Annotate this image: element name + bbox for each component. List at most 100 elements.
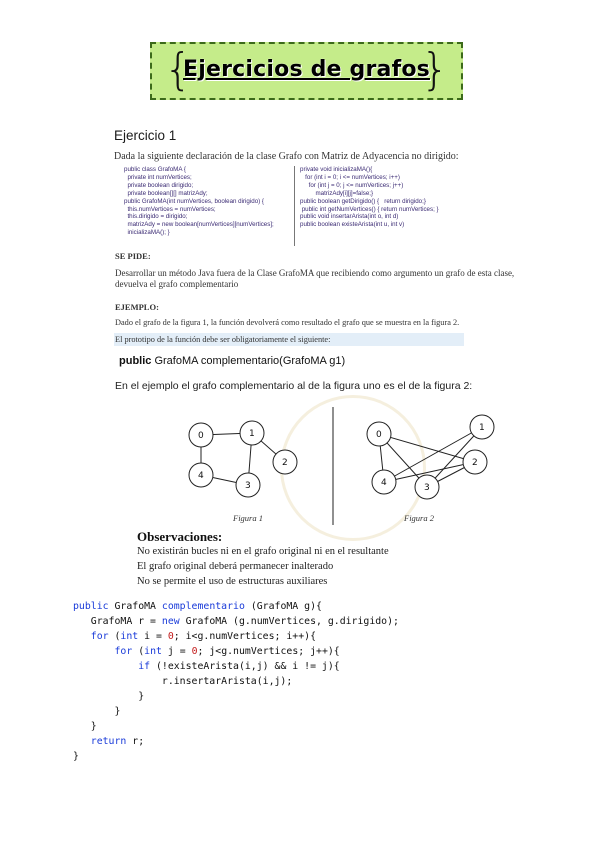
prototype-signature: GrafoMA complementario(GrafoMA g1)	[151, 355, 346, 367]
code-line: }	[73, 749, 399, 764]
exercise-intro: Dada la siguiente declaración de la clas…	[114, 151, 459, 162]
code-line: GrafoMA r = new GrafoMA (g.numVertices, …	[73, 614, 399, 629]
fig2-node-4	[371, 469, 397, 495]
code-line: for (int i = 0; i <= numVertices; i++)	[300, 173, 400, 181]
code-line: public class GrafoMA {	[124, 166, 186, 173]
code-text: r.insertarArista(i,j);	[73, 676, 293, 687]
code-text: ; i<g.numVertices; i++){	[173, 631, 317, 642]
highlight-band	[114, 333, 464, 346]
fig1-node-1	[239, 420, 265, 446]
fig2-label-0: 0	[376, 430, 382, 440]
class-code-left: public class GrafoMA { private int numVe…	[124, 166, 274, 237]
graph-figures: 0 1 2 3 4 Figura 1 0 1 2 3 4 Figura 2	[188, 407, 495, 525]
code-line: return r;	[73, 734, 399, 749]
fig2-node-1	[469, 414, 495, 440]
fig1-label-2: 2	[282, 458, 288, 468]
code-text: j =	[161, 646, 192, 657]
figure1-nodes: 0 1 2 3 4	[188, 420, 298, 498]
code-text: (!existeArista(i,j) && i != j){	[150, 661, 340, 672]
code-function-name: complementario	[161, 601, 245, 612]
fig2-node-3	[414, 474, 440, 500]
code-line: r.insertarArista(i,j);	[73, 674, 399, 689]
fig1-node-3	[235, 472, 261, 498]
code-text: }	[73, 751, 79, 762]
fig1-node-0	[188, 422, 214, 448]
fig1-label-3: 3	[245, 481, 251, 491]
code-line: private int numVertices;	[124, 173, 192, 181]
code-line: this.dirigido = dirigido;	[124, 213, 188, 221]
right-brace-decoration: }	[421, 44, 449, 95]
code-keyword: int	[120, 631, 139, 642]
figures-intro: En el ejemplo el grafo complementario al…	[115, 380, 473, 392]
se-pide-heading: SE PIDE:	[115, 251, 151, 261]
code-line: public void insertarArista(int o, int d)	[300, 213, 399, 221]
title-banner: { Ejercicios de grafos }	[150, 42, 463, 100]
code-keyword: public	[73, 601, 109, 612]
code-divider	[294, 166, 295, 246]
fig2-edge-0-2	[378, 433, 476, 463]
code-line: for (int j = 0; j <= numVertices; j++)	[300, 181, 404, 189]
left-brace-decoration: {	[164, 44, 192, 95]
code-keyword: return	[90, 736, 127, 747]
code-keyword: if	[138, 661, 151, 672]
fig1-node-4	[188, 462, 214, 488]
code-line: }	[73, 719, 399, 734]
code-line: private void inicializaMA(){	[300, 166, 373, 173]
code-text: r;	[126, 736, 145, 747]
code-text: GrafoMA (g.numVertices, g.dirigido);	[179, 616, 399, 627]
fig1-label-4: 4	[198, 471, 204, 481]
fig2-edge-1-3	[426, 426, 483, 488]
class-code-right: private void inicializaMA(){ for (int i …	[300, 166, 439, 229]
observation-line: El grafo original deberá permanecer inal…	[137, 561, 334, 572]
code-text: ; j<g.numVertices; j++){	[197, 646, 340, 657]
fig1-node-2	[272, 449, 298, 475]
fig2-label-4: 4	[381, 478, 387, 488]
prototype-keyword: public	[119, 355, 152, 367]
code-line: matrizAdy = new boolean[numVertices][num…	[124, 221, 274, 229]
code-text: i =	[138, 631, 168, 642]
code-line: }	[73, 689, 399, 704]
fig2-node-0	[366, 421, 392, 447]
figure1-caption: Figura 1	[232, 513, 263, 523]
code-line: matrizAdy[i][j]=false;}	[300, 189, 374, 197]
prototype-note: El prototipo de la función debe ser obli…	[115, 335, 331, 344]
observation-line: No existirán bucles ni en el grafo origi…	[137, 546, 389, 557]
code-text: (	[132, 646, 145, 657]
observation-line: No se permite el uso de estructuras auxi…	[137, 576, 328, 587]
fig2-edge-2-4	[383, 461, 476, 483]
page-title: Ejercicios de grafos	[183, 57, 430, 82]
code-line: inicializaMA(); }	[124, 229, 170, 237]
code-line: public GrafoMA complementario (GrafoMA g…	[73, 599, 399, 614]
solution-code-block: public GrafoMA complementario (GrafoMA g…	[73, 599, 399, 764]
code-line: this.numVertices = numVertices;	[124, 205, 216, 213]
code-text: GrafoMA	[108, 601, 162, 612]
fig1-label-1: 1	[249, 429, 255, 439]
fig2-label-1: 1	[479, 423, 485, 433]
code-text: (GrafoMA g){	[244, 601, 322, 612]
code-line: }	[73, 704, 399, 719]
code-line: public GrafoMA(int numVertices, boolean …	[124, 197, 264, 205]
code-line: public boolean existeArista(int u, int v…	[300, 221, 405, 229]
figure2-caption: Figura 2	[403, 513, 435, 523]
code-line: for (int j = 0; j<g.numVertices; j++){	[73, 644, 399, 659]
code-keyword: int	[144, 646, 162, 657]
observations-heading: Observaciones:	[137, 529, 223, 544]
code-keyword: for	[114, 646, 133, 657]
code-line: for (int i = 0; i<g.numVertices; i++){	[73, 629, 399, 644]
exercise-title: Ejercicio 1	[114, 128, 177, 143]
ejemplo-text: Dado el grafo de la figura 1, la función…	[115, 318, 460, 327]
code-text	[73, 646, 115, 657]
se-pide-text: Desarrollar un método Java fuera de la C…	[115, 268, 515, 289]
code-line: public boolean getDirigido() { return di…	[300, 197, 426, 205]
code-text: }	[73, 691, 145, 702]
code-text: }	[73, 721, 97, 732]
code-number: 0	[191, 646, 198, 657]
code-keyword: for	[90, 631, 109, 642]
fig2-label-2: 2	[472, 458, 478, 468]
fig2-label-3: 3	[424, 483, 430, 493]
code-line: if (!existeArista(i,j) && i != j){	[73, 659, 399, 674]
function-prototype: public GrafoMA complementario(GrafoMA g1…	[119, 355, 345, 367]
ejemplo-heading: EJEMPLO:	[115, 302, 159, 312]
code-keyword: new	[161, 616, 180, 627]
code-text	[73, 736, 91, 747]
